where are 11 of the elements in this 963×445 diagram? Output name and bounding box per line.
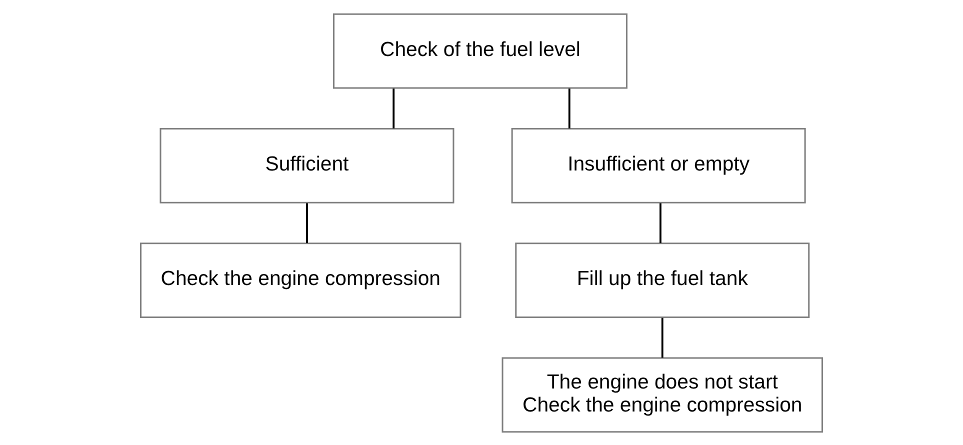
connector xyxy=(568,88,570,128)
node-box: Fill up the fuel tank xyxy=(515,242,810,318)
connector xyxy=(661,317,664,358)
node-box: The engine does not start Check the engine compression xyxy=(502,356,823,432)
node-box: Sufficient xyxy=(160,127,454,203)
node-box: Check the engine compression xyxy=(140,242,462,318)
connector xyxy=(392,88,395,128)
connector xyxy=(306,202,308,243)
node-box: Insufficient or empty xyxy=(511,127,806,203)
node-box: Check of the fuel level xyxy=(332,12,628,88)
connector xyxy=(660,202,662,243)
